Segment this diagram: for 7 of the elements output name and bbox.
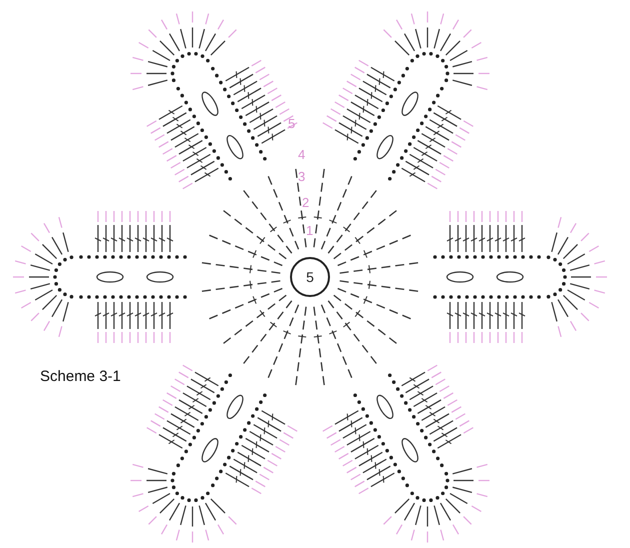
row-number: 4 [298, 148, 306, 162]
center-ring [290, 257, 330, 297]
row-number: 2 [302, 196, 310, 210]
row-number: 3 [298, 170, 306, 184]
row-number: 1 [306, 224, 314, 238]
scheme-caption: Scheme 3-1 [40, 368, 121, 385]
ring-number: 5 [306, 269, 314, 285]
